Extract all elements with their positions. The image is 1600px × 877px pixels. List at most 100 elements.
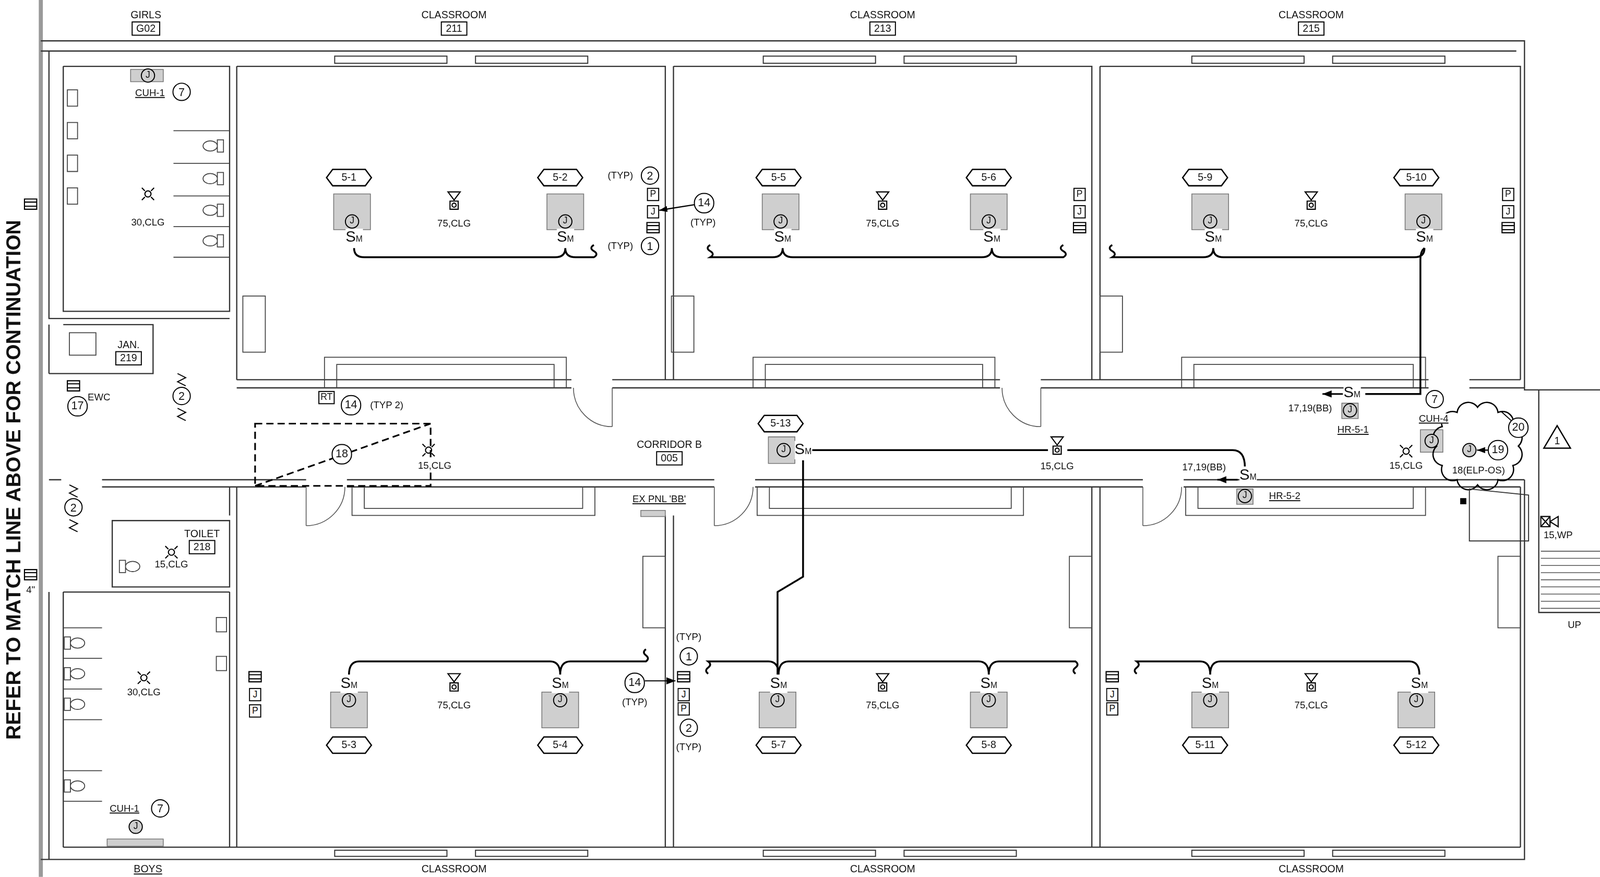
annotation-text: 30,CLG <box>130 217 166 228</box>
outline <box>1182 736 1228 754</box>
callout-circle: 1 <box>640 236 660 256</box>
callout-number: 14 <box>697 197 711 209</box>
annotation-text: UP <box>1566 619 1583 630</box>
callout-circle: 7 <box>150 798 170 818</box>
callout-number: 1 <box>647 240 654 252</box>
fixture-tag: 5-7 <box>756 736 802 754</box>
revision-delta: 1 <box>1542 424 1572 449</box>
device-box: P <box>647 187 660 201</box>
leader-arrow <box>659 204 695 211</box>
junction-box: J <box>552 692 568 708</box>
room-tag: CLASSROOM213 <box>868 21 897 36</box>
fixture-tag: 5-3 <box>326 736 372 754</box>
outline <box>1393 169 1439 186</box>
switch-symbol: SM <box>1201 674 1220 693</box>
room-name: BOYS <box>132 864 163 876</box>
junction-box: J <box>981 213 997 230</box>
junction-box-letter: J <box>145 70 151 81</box>
casework <box>242 295 1521 628</box>
fixture-tag: 5-5 <box>756 169 802 186</box>
fixture-tag: 5-1 <box>326 169 372 186</box>
junction-box: J <box>140 67 156 83</box>
annotation-text: 75,CLG <box>436 699 472 710</box>
junction-box: J <box>1415 213 1431 230</box>
room-name: CLASSROOM <box>850 10 916 21</box>
device-box: J <box>647 204 660 218</box>
room-tag: CLASSROOM215 <box>1297 21 1325 36</box>
callout-number: 17 <box>71 400 85 412</box>
junction-box-letter: J <box>349 216 355 226</box>
device-letter: J <box>252 689 258 699</box>
switch-symbol: SM <box>980 674 998 693</box>
switch-symbol: SM <box>770 674 788 693</box>
room-number: 219 <box>120 353 138 364</box>
device-letter: J <box>1109 689 1115 699</box>
leader-arrow <box>1476 449 1488 451</box>
match-line-note: REFER TO MATCH LINE ABOVE FOR CONTINUATI… <box>3 219 24 740</box>
room-name: JAN. <box>117 339 140 351</box>
outline <box>326 169 372 186</box>
junction-box: J <box>775 442 792 458</box>
annotation-text: 18(ELP-OS) <box>1451 465 1507 476</box>
device-box: P <box>1073 187 1086 201</box>
callout-circle: 2 <box>172 386 191 405</box>
device-letter: J <box>1077 206 1082 217</box>
outline <box>966 736 1012 754</box>
door-hold-open-symbol <box>69 373 186 532</box>
junction-box-letter: J <box>781 445 786 455</box>
annotation-text: (TYP) <box>606 170 635 181</box>
room-number: G02 <box>136 23 156 34</box>
annotation-text: CUH-1 <box>108 803 141 814</box>
room-number: 213 <box>874 23 892 34</box>
callout-number: 2 <box>647 170 654 182</box>
fixture-tag: 5-13 <box>758 415 804 432</box>
device-box: P <box>1106 701 1119 715</box>
junction-box: J <box>981 692 997 708</box>
annotation-text: 17,19(BB) <box>1287 402 1334 413</box>
callout-circle: 14 <box>694 193 714 213</box>
junction-box: J <box>1461 442 1477 458</box>
room-tag: GIRLSG02 <box>130 21 161 36</box>
junction-box: J <box>127 818 143 834</box>
junction-box-letter: J <box>986 216 991 226</box>
callout-circle: 2 <box>640 166 660 185</box>
callout-number: 7 <box>1431 393 1438 405</box>
home-run-arrow <box>1217 479 1238 481</box>
outline <box>537 169 583 186</box>
annotation-text: EWC <box>86 391 112 402</box>
device-letter: J <box>1506 206 1511 217</box>
room-name: CLASSROOM <box>849 864 917 876</box>
callout-circle: 7 <box>1425 389 1444 409</box>
annotation-text: HR-5-2 <box>1268 491 1302 501</box>
windows <box>334 56 1445 857</box>
junction-box-letter: J <box>1208 216 1213 226</box>
room-tag: CORRIDOR B005 <box>655 450 684 465</box>
device-letter: P <box>1076 189 1083 199</box>
device-letter: J <box>650 206 656 217</box>
annotation-text: 75,CLG <box>436 218 472 229</box>
outline <box>326 736 372 754</box>
annotation-text: (TYP) <box>621 697 649 708</box>
switch-symbol: SM <box>794 440 813 460</box>
fixture-tag-text: 5-12 <box>1405 739 1427 751</box>
fixture-tag-text: 5-5 <box>771 172 786 183</box>
fixture-tag: 5-11 <box>1182 736 1228 754</box>
device-box: P <box>677 701 690 715</box>
junction-box-letter: J <box>346 695 352 706</box>
stair-treads <box>1541 551 1600 609</box>
junction-box: J <box>769 692 785 708</box>
annotation-text: 75,CLG <box>864 218 901 229</box>
junction-box-letter: J <box>1242 491 1248 501</box>
fixture-tag: 5-2 <box>537 169 583 186</box>
annotation-text: 75,CLG <box>1293 699 1330 710</box>
callout-number: 2 <box>70 501 77 513</box>
device-box: RT <box>317 390 336 404</box>
room-number: 211 <box>445 23 462 34</box>
leader-line <box>1500 411 1512 421</box>
device-letter: P <box>252 705 259 715</box>
annotation-text: CUH-1 <box>134 87 166 98</box>
fixture-tag-text: 5-11 <box>1195 739 1215 751</box>
outline <box>1182 169 1228 186</box>
callout-circle: 19 <box>1488 439 1509 460</box>
